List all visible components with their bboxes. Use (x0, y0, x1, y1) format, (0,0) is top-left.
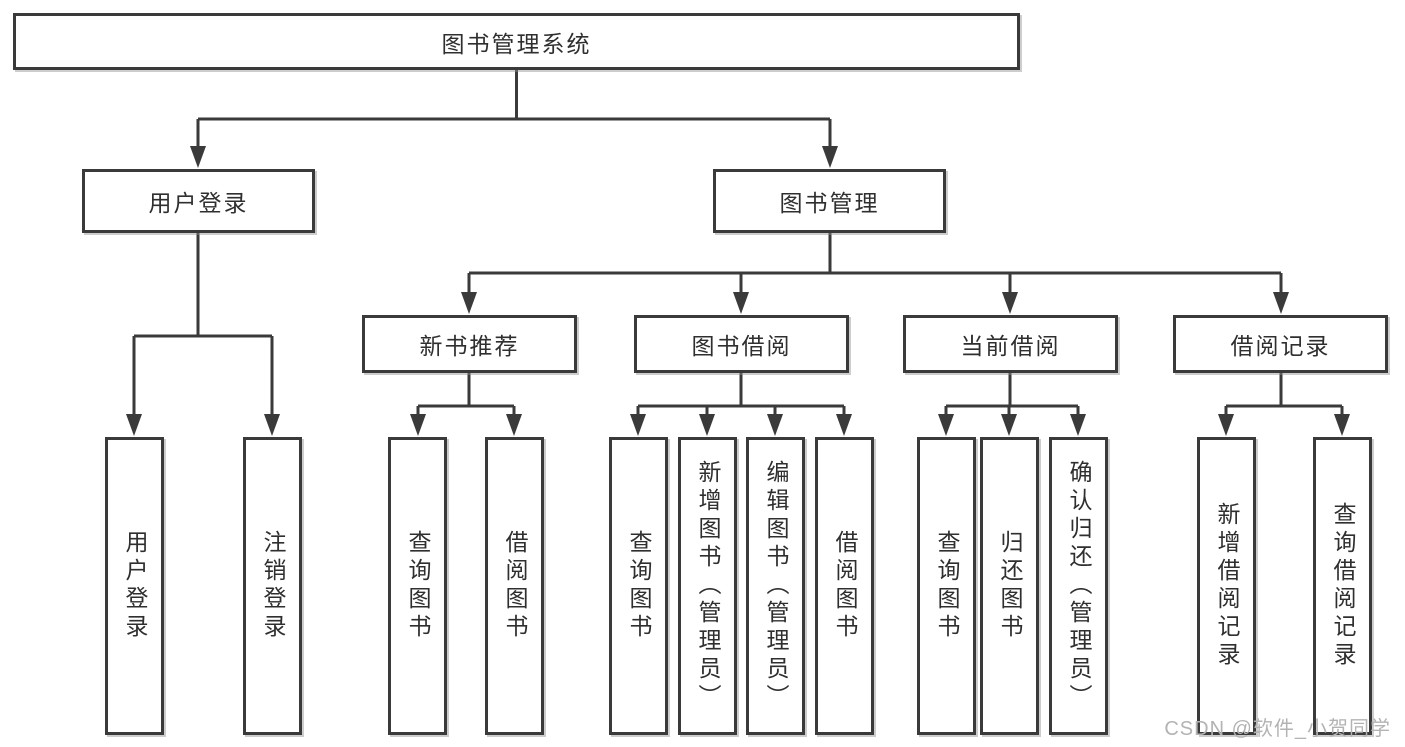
connector-current-borrow-to-leaves (938, 373, 1086, 436)
node-label: 借阅图书 (832, 530, 858, 642)
arrowhead (264, 414, 280, 436)
node-user-login: 用户登录 (82, 169, 315, 233)
node-leaf-query-books-current: 查询图书 (917, 437, 976, 735)
node-label: 查询图书 (934, 530, 960, 642)
node-leaf-add-borrow-record: 新增借阅记录 (1197, 437, 1256, 735)
node-leaf-confirm-return-admin: 确认归还（管理员） (1049, 437, 1108, 735)
node-leaf-logout: 注销登录 (243, 437, 302, 735)
arrowhead (190, 146, 206, 168)
node-leaf-query-books-recommend: 查询图书 (388, 437, 447, 735)
node-label: 查询借阅记录 (1330, 502, 1356, 670)
node-label: 新书推荐 (419, 333, 520, 359)
arrowhead (938, 414, 954, 436)
node-book-management: 图书管理 (713, 169, 946, 233)
arrowhead (767, 414, 783, 436)
node-current-borrow: 当前借阅 (903, 315, 1118, 373)
node-leaf-borrow-books-recommend: 借阅图书 (485, 437, 544, 735)
node-borrow-records: 借阅记录 (1173, 315, 1388, 373)
node-label: 查询图书 (626, 530, 652, 642)
arrowhead (836, 414, 852, 436)
node-leaf-return-book: 归还图书 (980, 437, 1039, 735)
arrowhead (1002, 292, 1018, 314)
arrowhead (410, 414, 426, 436)
arrowhead (1218, 414, 1234, 436)
node-label: 确认归还（管理员） (1066, 460, 1092, 712)
arrowhead (1001, 414, 1017, 436)
node-label: 借阅记录 (1230, 333, 1331, 359)
arrowhead (699, 414, 715, 436)
node-leaf-add-book-admin: 新增图书（管理员） (678, 437, 737, 735)
connector-book-management-to-level3 (461, 233, 1289, 314)
node-new-book-recommend: 新书推荐 (362, 315, 577, 373)
node-leaf-query-borrow-record: 查询借阅记录 (1313, 437, 1372, 735)
arrowhead (1273, 292, 1289, 314)
node-label: 图书管理系统 (441, 30, 592, 57)
node-leaf-query-books-borrow: 查询图书 (609, 437, 668, 735)
node-library-system: 图书管理系统 (13, 13, 1020, 70)
connector-user-login-to-leaves (126, 233, 280, 436)
arrowhead (822, 146, 838, 168)
node-label: 注销登录 (260, 530, 286, 642)
node-leaf-user-login: 用户登录 (105, 437, 164, 735)
node-label: 用户登录 (148, 190, 249, 216)
arrowhead (1070, 414, 1086, 436)
node-label: 新增图书（管理员） (695, 460, 721, 712)
arrowhead (1334, 414, 1350, 436)
node-label: 当前借阅 (960, 333, 1061, 359)
node-label: 归还图书 (997, 530, 1023, 642)
node-leaf-edit-book-admin: 编辑图书（管理员） (746, 437, 805, 735)
connector-root-to-level2 (190, 70, 838, 168)
node-label: 图书管理 (779, 190, 880, 216)
node-label: 借阅图书 (502, 530, 528, 642)
node-label: 编辑图书（管理员） (763, 460, 789, 712)
connector-book-borrow-to-leaves (630, 373, 852, 436)
node-book-borrow: 图书借阅 (634, 315, 849, 373)
node-leaf-borrow-books: 借阅图书 (815, 437, 874, 735)
arrowhead (733, 292, 749, 314)
arrowhead (461, 292, 477, 314)
connector-recommend-to-leaves (410, 373, 522, 436)
arrowhead (506, 414, 522, 436)
node-label: 查询图书 (405, 530, 431, 642)
node-label: 新增借阅记录 (1214, 502, 1240, 670)
arrowhead (126, 414, 142, 436)
csdn-watermark: CSDN @软件_小贺同学 (1164, 718, 1391, 740)
node-label: 用户登录 (122, 530, 148, 642)
arrowhead (630, 414, 646, 436)
node-label: 图书借阅 (691, 333, 792, 359)
connector-borrow-records-to-leaves (1218, 373, 1350, 436)
